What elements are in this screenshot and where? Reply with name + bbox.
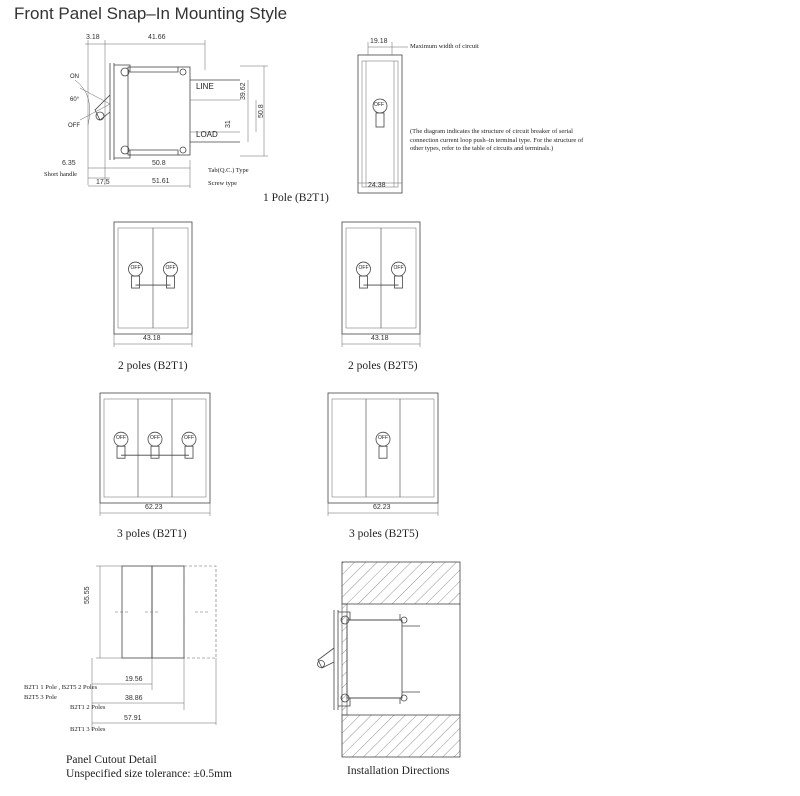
dim-top-width: 41.66 [148, 34, 166, 41]
off-label: OFF [184, 435, 194, 442]
pole-dim: 62.23 [145, 504, 163, 511]
installation-drawing [317, 561, 461, 758]
pole-caption: 3 poles (B2T1) [117, 528, 187, 540]
cutout-row-4-label: B2T1 3 Poles [70, 726, 106, 733]
dim-height-a: 39.62 [240, 82, 247, 100]
panel-cutout-drawing [91, 565, 217, 730]
caption-1-pole: 1 Pole (B2T1) [263, 192, 329, 204]
off-label: OFF [358, 265, 369, 272]
label-tab-type: Tab(Q.C.) Type [208, 167, 249, 174]
off-label: OFF [165, 265, 176, 272]
cutout-row-4-value: 57.91 [124, 715, 142, 722]
cutout-row-1-label: B2T1 1 Pole , B2T5 2 Poles [24, 684, 98, 691]
pole-caption: 2 poles (B2T5) [348, 360, 418, 372]
pole-caption: 3 poles (B2T5) [349, 528, 419, 540]
pole-array-1 [113, 221, 193, 347]
dim-height-c: 50.8 [258, 104, 265, 118]
page-title: Front Panel Snap–In Mounting Style [14, 4, 288, 23]
cutout-row-2-label: B2T5 3 Pole [24, 694, 57, 701]
pole-array-2 [341, 221, 421, 347]
caption-installation: Installation Directions [347, 765, 450, 777]
off-label: OFF [150, 435, 160, 442]
label-angle: 60° [70, 97, 80, 103]
side-view-drawing [74, 40, 268, 188]
label-on: ON [70, 74, 79, 80]
cutout-row-1-value: 19.56 [125, 676, 143, 683]
dim-1pole-top: 19.18 [370, 38, 388, 45]
pole-array-4 [327, 392, 439, 516]
caption-cutout: Panel Cutout Detail [66, 754, 157, 766]
pole-arrays-drawing [99, 221, 439, 516]
off-label: OFF [393, 265, 404, 272]
label-load: LOAD [196, 130, 218, 139]
pole-dim: 43.18 [143, 335, 161, 342]
label-line: LINE [196, 82, 214, 91]
label-off: OFF [68, 123, 80, 129]
structure-note: (The diagram indicates the structure of … [410, 128, 584, 152]
dim-top-left: 3.18 [86, 34, 100, 41]
dim-1pole-bottom: 24.38 [368, 182, 386, 189]
dim-cutout-height: 55.55 [84, 586, 91, 604]
dim-handle: 6.35 [62, 160, 76, 167]
caption-tolerance: Unspecified size tolerance: ±0.5mm [66, 768, 232, 780]
off-label-1pole: OFF [374, 102, 384, 108]
dim-d2: 17.5 [96, 179, 110, 186]
max-width-note: Maximum width of circuit [410, 43, 479, 50]
pole-array-3 [99, 392, 211, 516]
pole-dim: 62.23 [373, 504, 391, 511]
dim-height-b: 31 [225, 120, 232, 128]
cutout-row-3-label: B2T1 2 Poles [70, 704, 106, 711]
off-label: OFF [378, 435, 388, 442]
dim-d1: 50.8 [152, 160, 166, 167]
dim-d3: 51.61 [152, 178, 170, 185]
off-label: OFF [130, 265, 141, 272]
label-screw-type: Screw type [208, 180, 238, 187]
off-label: OFF [116, 435, 126, 442]
cutout-row-3-value: 38.86 [125, 695, 143, 702]
label-short-handle: Short handle [44, 171, 78, 178]
pole-caption: 2 poles (B2T1) [118, 360, 188, 372]
front-view-1-pole-drawing [357, 42, 408, 194]
pole-dim: 43.18 [371, 335, 389, 342]
